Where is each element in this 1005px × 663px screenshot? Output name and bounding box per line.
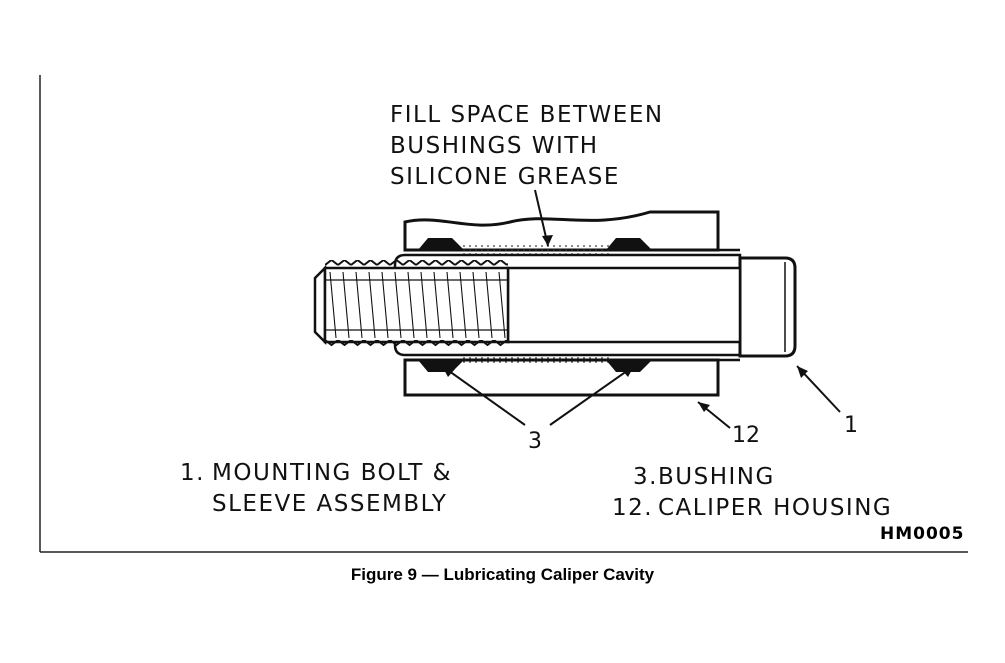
- callout-line-2: BUSHINGS WITH: [390, 133, 599, 159]
- bolt-shank: [506, 266, 742, 344]
- callout-line-3: SILICONE GREASE: [390, 164, 620, 190]
- legend-key: 3.: [633, 464, 658, 490]
- bolt-thread-body: [323, 266, 510, 344]
- legend-key: 1.: [180, 460, 205, 486]
- bolt-thread-bottom: [325, 340, 508, 350]
- leader-grease-arrow: [542, 235, 553, 246]
- leader-bushing-left: [441, 365, 526, 426]
- leader-bushing-right-arrow: [621, 366, 634, 377]
- bolt-tip: [313, 264, 327, 346]
- legend-text: CALIPER HOUSING: [658, 495, 893, 521]
- legend-text: MOUNTING BOLT &: [212, 460, 453, 486]
- legend-item: 1. MOUNTING BOLT &: [180, 458, 452, 489]
- leader-bushing-left-arrow: [442, 366, 455, 377]
- legend-text: BUSHING: [658, 464, 775, 490]
- bolt-thread-top: [325, 260, 508, 270]
- legend-left: 1. MOUNTING BOLT & SLEEVE ASSEMBLY: [180, 458, 452, 520]
- legend-key: 12.: [612, 495, 654, 521]
- grease-fill-bottom: [460, 353, 612, 363]
- legend-item: SLEEVE ASSEMBLY: [180, 489, 452, 520]
- grease-fill-top: [460, 244, 612, 254]
- legend-text: SLEEVE ASSEMBLY: [212, 491, 448, 517]
- leader-housing-arrow: [698, 402, 710, 412]
- bolt-head: [738, 256, 797, 358]
- legend-item: 3. BUSHING: [612, 462, 892, 493]
- part-number-caliper-housing: 12: [732, 423, 760, 448]
- legend-item: 12. CALIPER HOUSING: [612, 493, 892, 524]
- figure-caption: Figure 9 — Lubricating Caliper Cavity: [350, 565, 655, 584]
- callout-line-1: FILL SPACE BETWEEN: [390, 102, 664, 128]
- leader-bolt-arrow: [797, 366, 808, 378]
- grease-callout: FILL SPACE BETWEEN BUSHINGS WITH SILICON…: [390, 100, 664, 193]
- legend-key: [180, 489, 212, 520]
- thread-diagonals: [329, 271, 506, 339]
- part-number-bushing: 3: [528, 429, 542, 454]
- bushing-top-right: [606, 238, 652, 250]
- leader-bushing-right: [549, 365, 635, 426]
- legend-right: 3. BUSHING 12. CALIPER HOUSING: [612, 462, 892, 524]
- figure-code: HM0005: [880, 524, 965, 544]
- bushing-bottom-right: [606, 360, 652, 372]
- bushing-top-left: [418, 238, 464, 250]
- part-number-mounting-bolt: 1: [844, 413, 858, 438]
